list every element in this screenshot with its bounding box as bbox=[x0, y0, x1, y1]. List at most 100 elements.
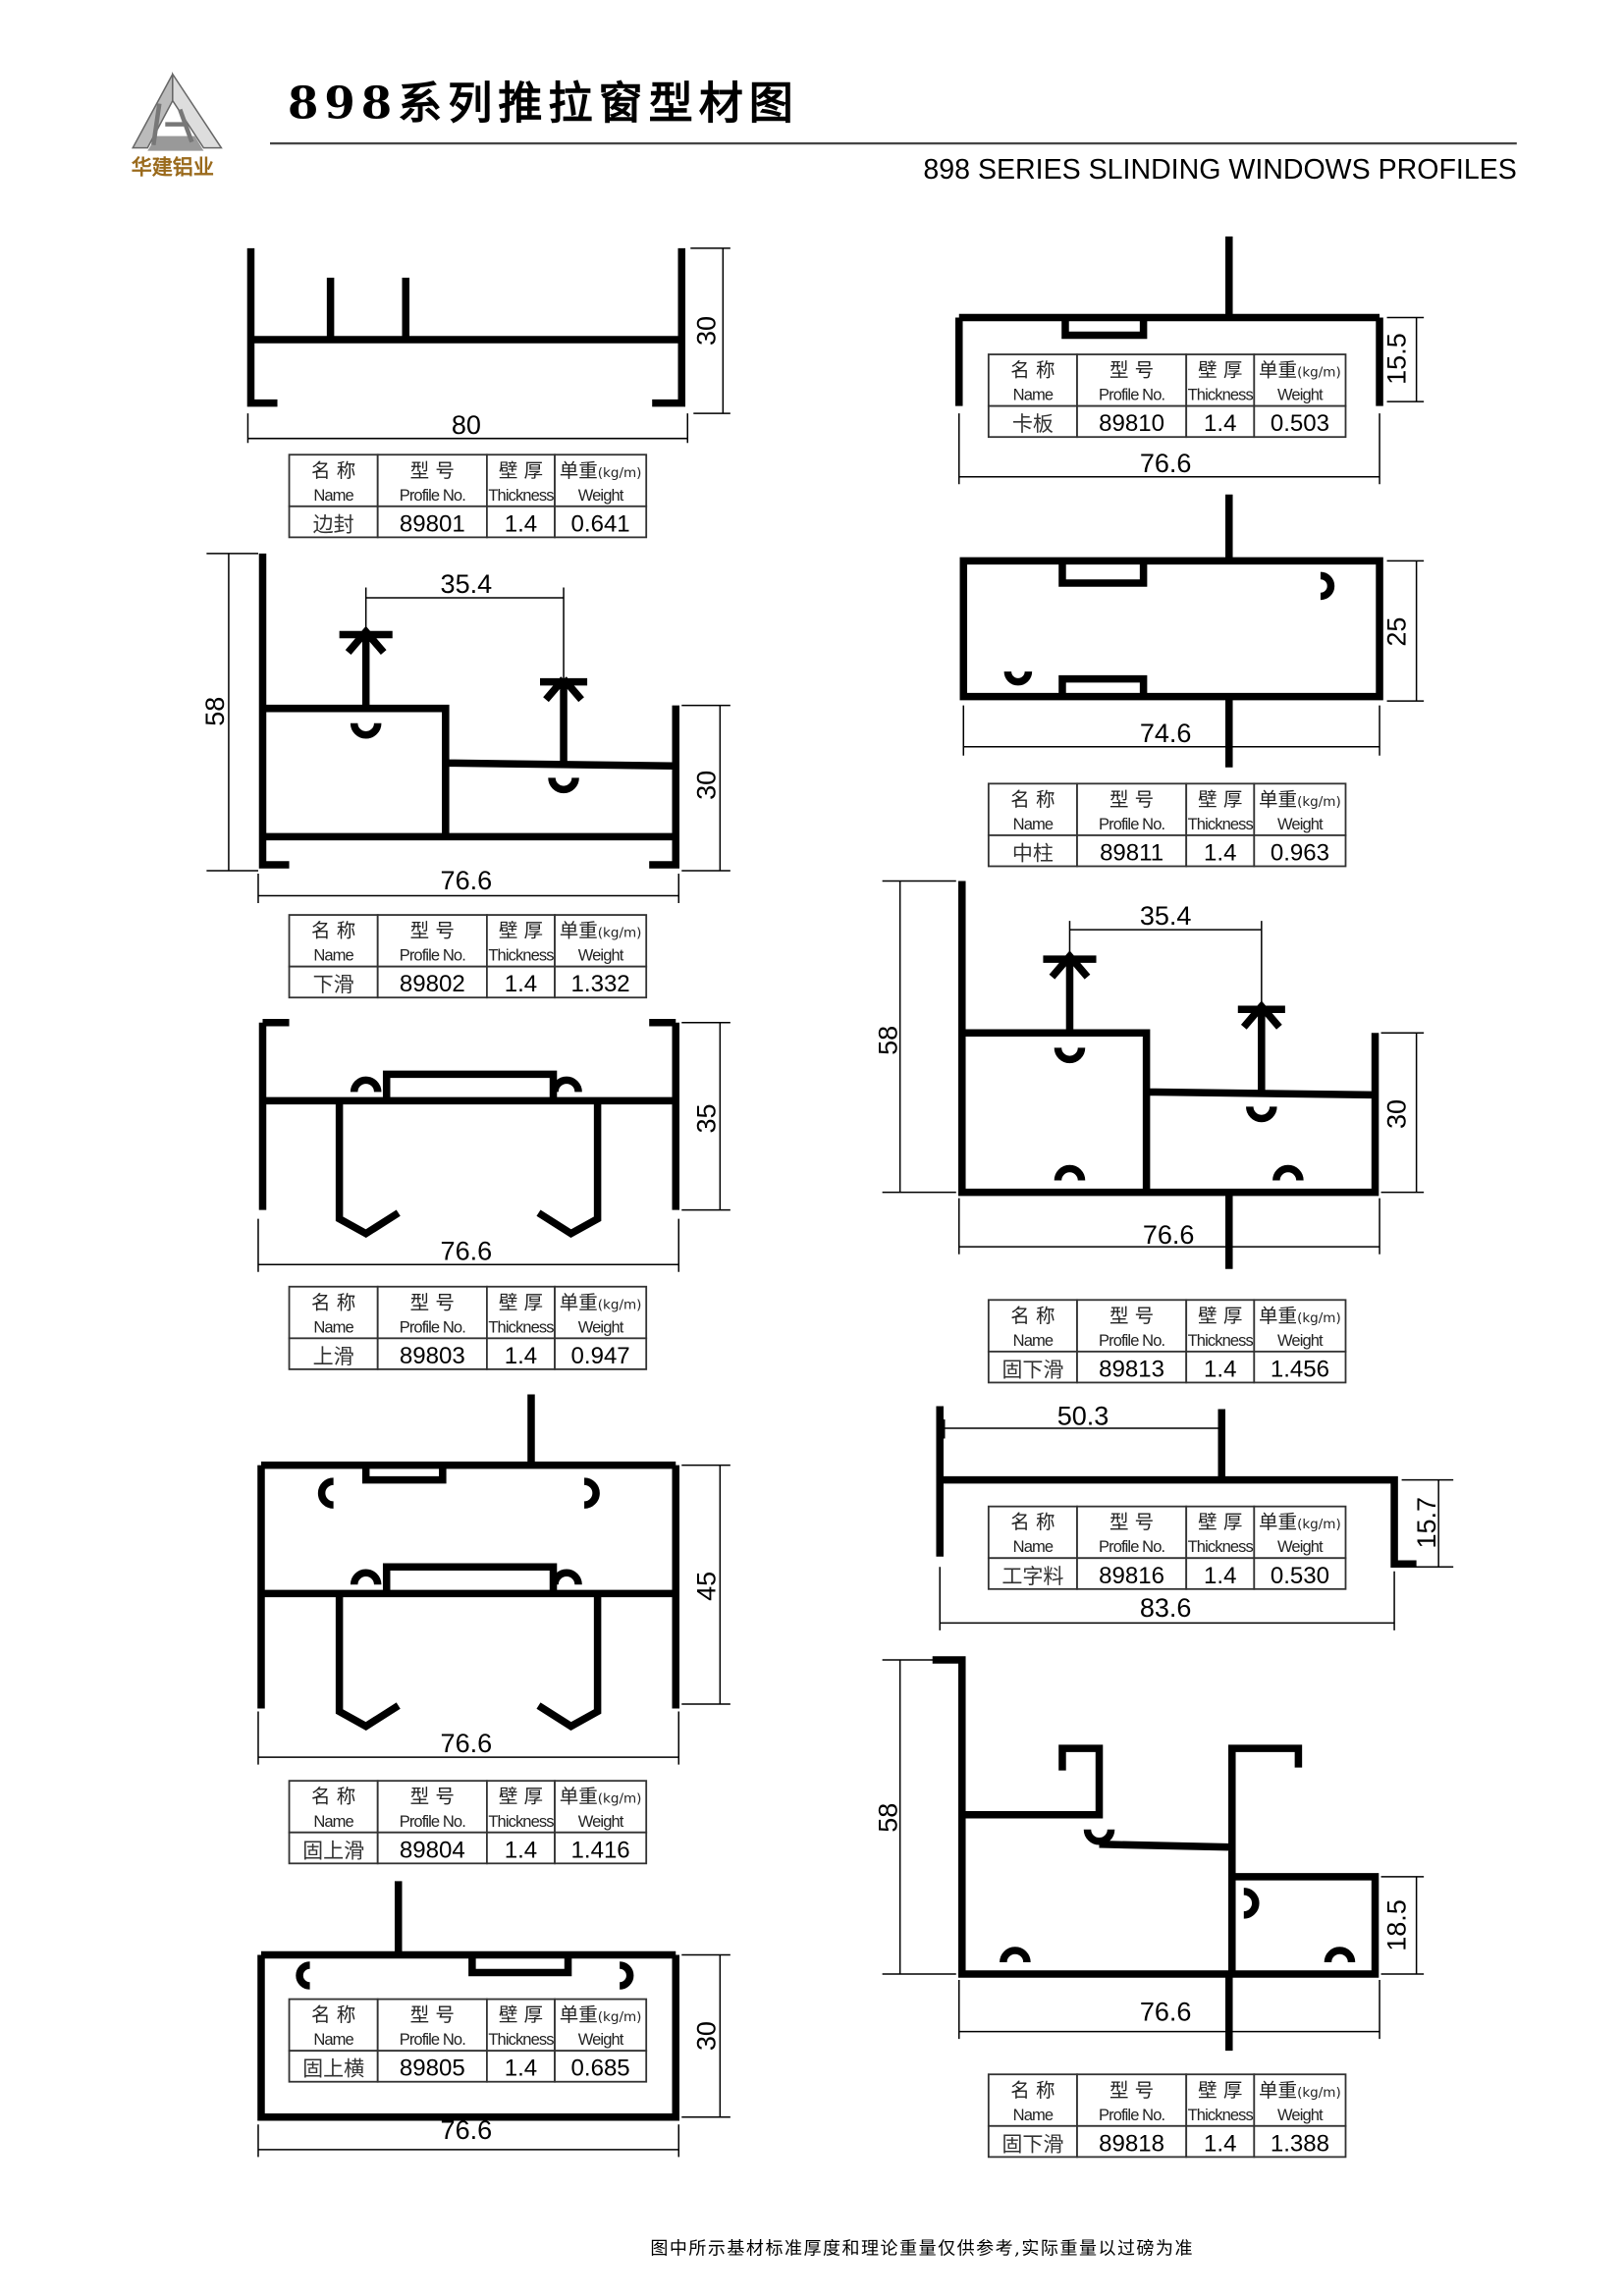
header-en-label: Profile No. bbox=[1099, 1331, 1164, 1350]
table-value-thickness: 1.4 bbox=[505, 1343, 537, 1369]
table-header-cell bbox=[1185, 1505, 1256, 1560]
table-value-name: 固上滑 bbox=[302, 1838, 364, 1862]
table-value-thickness: 1.4 bbox=[505, 510, 537, 537]
table-data-cell bbox=[288, 1831, 379, 1865]
profile-drawing-89810 bbox=[955, 236, 1425, 485]
company-logo: 华建铝业 bbox=[132, 72, 223, 180]
table-value-weight: 0.530 bbox=[1271, 1563, 1329, 1589]
header-cn-label: 壁 厚 bbox=[499, 1786, 543, 1808]
table-data-cell bbox=[1253, 404, 1347, 439]
table-value-profile-no: 89813 bbox=[1099, 1356, 1164, 1382]
table-value-weight: 1.388 bbox=[1271, 2130, 1329, 2157]
header-en-label: Name bbox=[313, 2030, 353, 2049]
profile-drawing-89813 bbox=[882, 880, 1425, 1269]
header-cn-label: 壁 厚 bbox=[1198, 788, 1242, 811]
table-header-cell bbox=[485, 1780, 556, 1834]
table-value-thickness: 1.4 bbox=[1204, 839, 1236, 866]
header-weight-unit: (kg/m) bbox=[598, 2009, 642, 2025]
header-weight-cn: 单重(kg/m) bbox=[1259, 1305, 1341, 1327]
table-data-cell bbox=[376, 1831, 488, 1865]
table-data-cell bbox=[987, 834, 1078, 868]
header-en-label: Weight bbox=[1277, 2106, 1324, 2124]
header-en-label: Thickness bbox=[1188, 2106, 1254, 2124]
table-value-weight: 1.456 bbox=[1271, 1356, 1329, 1382]
header-weight-label: 单重 bbox=[560, 2003, 598, 2026]
header-cn-label: 型 号 bbox=[410, 1291, 455, 1313]
header-en-label: Weight bbox=[1277, 815, 1324, 833]
header-en-label: Thickness bbox=[488, 1317, 554, 1336]
table-value-name: 工字料 bbox=[1001, 1564, 1063, 1588]
dimension-label: 80 bbox=[452, 410, 481, 440]
table-data-cell bbox=[1253, 1350, 1347, 1384]
header-cn-label: 型 号 bbox=[410, 2003, 455, 2026]
dimension-label: 30 bbox=[691, 2021, 721, 2051]
header-cn-label: 名 称 bbox=[311, 2003, 355, 2026]
header-en-label: Profile No. bbox=[400, 1317, 465, 1336]
table-header-cell bbox=[1253, 2073, 1347, 2127]
header-weight-unit: (kg/m) bbox=[1297, 2085, 1341, 2101]
header-cn-label: 壁 厚 bbox=[499, 2003, 543, 2026]
header-cn-label: 壁 厚 bbox=[1198, 359, 1242, 382]
header-weight-unit: (kg/m) bbox=[1297, 1310, 1341, 1326]
dimension-label: 15.5 bbox=[1382, 333, 1412, 385]
header-cn-label: 壁 厚 bbox=[1198, 2079, 1242, 2102]
table-data-cell bbox=[1185, 834, 1256, 868]
header-en-label: Name bbox=[1013, 386, 1054, 404]
dimension-label: 74.6 bbox=[1140, 719, 1192, 748]
table-data-cell bbox=[554, 1337, 648, 1370]
header-cn-label: 名 称 bbox=[1010, 2079, 1055, 2102]
header-en-label: Thickness bbox=[1188, 1537, 1254, 1556]
header-cn-label: 型 号 bbox=[1109, 359, 1154, 382]
page-title: 898系列推拉窗型材图 bbox=[288, 78, 799, 130]
header-en-label: Name bbox=[1013, 1331, 1054, 1350]
table-data-cell bbox=[1253, 2124, 1347, 2159]
profile-drawing-89816 bbox=[936, 1406, 1454, 1630]
header-en-label: Name bbox=[1013, 1537, 1054, 1556]
header-weight-cn: 单重(kg/m) bbox=[1259, 788, 1341, 811]
header-cn-label: 名 称 bbox=[1010, 1511, 1055, 1533]
table-value-name: 中柱 bbox=[1012, 840, 1054, 865]
dimension-label: 35 bbox=[691, 1103, 721, 1133]
table-header-cell bbox=[376, 454, 488, 507]
dimension-label: 15.7 bbox=[1412, 1497, 1441, 1549]
header-cn-label: 型 号 bbox=[410, 920, 455, 942]
header-en-label: Thickness bbox=[488, 1812, 554, 1831]
logo-text: 华建铝业 bbox=[132, 155, 214, 180]
profile-drawing-89805 bbox=[257, 1881, 730, 2158]
dimension-label: 35.4 bbox=[441, 569, 493, 599]
header-en-label: Weight bbox=[578, 1317, 624, 1336]
table-data-cell bbox=[288, 505, 379, 539]
table-value-profile-no: 89805 bbox=[400, 2056, 465, 2082]
header-en-label: Profile No. bbox=[1099, 2106, 1164, 2124]
header-en-label: Name bbox=[313, 1812, 353, 1831]
header-cn-label: 名 称 bbox=[311, 459, 355, 482]
header-en-label: Thickness bbox=[1188, 815, 1254, 833]
header-en-label: Weight bbox=[1277, 1331, 1324, 1350]
header-en-label: Weight bbox=[578, 486, 624, 505]
table-value-thickness: 1.4 bbox=[1204, 2130, 1236, 2157]
dimension-label: 83.6 bbox=[1140, 1593, 1192, 1623]
table-value-profile-no: 89818 bbox=[1099, 2130, 1164, 2157]
header-weight-label: 单重 bbox=[560, 920, 598, 942]
table-value-weight: 0.963 bbox=[1271, 839, 1329, 866]
dimension-label: 30 bbox=[1382, 1099, 1412, 1129]
header-cn-label: 型 号 bbox=[410, 459, 455, 482]
profile-drawing-89802 bbox=[206, 553, 730, 904]
dimension-label: 30 bbox=[691, 316, 721, 346]
header-en-label: Thickness bbox=[1188, 386, 1254, 404]
table-data-cell bbox=[485, 505, 556, 539]
table-data-cell bbox=[1185, 404, 1256, 439]
header-cn-label: 型 号 bbox=[410, 1786, 455, 1808]
table-data-cell bbox=[485, 965, 556, 999]
header-weight-cn: 单重(kg/m) bbox=[560, 2003, 642, 2026]
table-value-profile-no: 89810 bbox=[1099, 410, 1164, 437]
table-header-cell bbox=[1185, 1299, 1256, 1353]
table-value-profile-no: 89802 bbox=[400, 971, 465, 997]
header-en-label: Profile No. bbox=[400, 2030, 465, 2049]
table-header-cell bbox=[1253, 1299, 1347, 1353]
header-weight-label: 单重 bbox=[1259, 1511, 1297, 1533]
header-cn-label: 名 称 bbox=[311, 920, 355, 942]
